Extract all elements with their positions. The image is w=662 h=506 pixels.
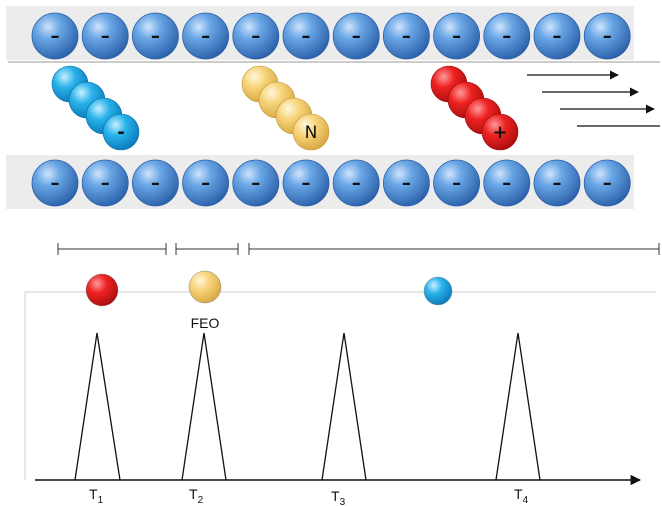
bottom-wall-bead-sign: – bbox=[201, 173, 210, 194]
top-wall-bead: – bbox=[282, 12, 330, 60]
analyte-chains: - N + bbox=[51, 65, 519, 151]
top-wall-bead-sign: – bbox=[151, 26, 160, 47]
top-wall-bead: – bbox=[232, 12, 280, 60]
top-wall-bead-sign: – bbox=[402, 26, 411, 47]
top-wall-bead-sign: – bbox=[201, 26, 210, 47]
peak-t4 bbox=[495, 332, 541, 481]
zone-bracket-cation bbox=[57, 243, 167, 255]
negative-analyte-label: - bbox=[117, 122, 124, 143]
peak-t2 bbox=[181, 332, 227, 481]
negative-analyte-bead bbox=[102, 113, 140, 151]
top-wall-bead: – bbox=[433, 12, 481, 60]
top-wall-bead-sign: – bbox=[302, 26, 311, 47]
positive-analyte-chain: + bbox=[430, 65, 519, 151]
peak-label-t1: T1 bbox=[89, 486, 104, 506]
bottom-wall-bead-sign: – bbox=[502, 173, 511, 194]
elution-markers bbox=[85, 270, 453, 307]
peak-label-t4: T4 bbox=[514, 486, 529, 506]
bottom-wall-bead-sign: – bbox=[352, 173, 361, 194]
bottom-wall-bead: – bbox=[533, 159, 581, 207]
feo-label: FEO bbox=[191, 315, 220, 331]
bottom-wall-bead: – bbox=[81, 159, 129, 207]
zone-bracket-neutral bbox=[175, 243, 239, 255]
bottom-wall-bead: – bbox=[282, 159, 330, 207]
top-wall-bead: – bbox=[182, 12, 230, 60]
peak-label-t2: T2 bbox=[189, 486, 204, 506]
bottom-wall-bead: – bbox=[583, 159, 631, 207]
bottom-wall-bead: – bbox=[131, 159, 179, 207]
top-wall-bead-sign: – bbox=[51, 26, 60, 47]
top-wall-bead: – bbox=[382, 12, 430, 60]
top-wall-bead: – bbox=[483, 12, 531, 60]
electropherogram-peaks bbox=[74, 332, 541, 481]
zone-brackets bbox=[57, 243, 660, 255]
bottom-wall-bead: – bbox=[483, 159, 531, 207]
top-wall-bead: – bbox=[583, 12, 631, 60]
peak-t3 bbox=[321, 332, 367, 481]
neutral-analyte-chain: N bbox=[241, 65, 330, 151]
bottom-wall-bead-sign: – bbox=[151, 173, 160, 194]
top-wall-bead-sign: – bbox=[101, 26, 110, 47]
top-wall-bead: – bbox=[31, 12, 79, 60]
top-wall-bead: – bbox=[81, 12, 129, 60]
top-wall-bead-sign: – bbox=[251, 26, 260, 47]
bottom-wall-bead: – bbox=[332, 159, 380, 207]
neutral-analyte-bead bbox=[292, 113, 330, 151]
bottom-wall-bead-sign: – bbox=[101, 173, 110, 194]
bottom-capillary-wall: –––––––––––– bbox=[6, 155, 634, 209]
bottom-wall-bead-sign: – bbox=[452, 173, 461, 194]
top-wall-bead-sign: – bbox=[502, 26, 511, 47]
bottom-wall-bead-sign: – bbox=[51, 173, 60, 194]
top-wall-bead: – bbox=[332, 12, 380, 60]
cation-marker bbox=[85, 273, 119, 307]
anion-marker bbox=[423, 276, 453, 306]
peak-labels: T1 T2 T3 T4 bbox=[89, 486, 529, 506]
bottom-wall-bead: – bbox=[433, 159, 481, 207]
flow-arrows bbox=[527, 70, 660, 127]
top-wall-bead: – bbox=[131, 12, 179, 60]
top-wall-bead-sign: – bbox=[452, 26, 461, 47]
peak-label-t3: T3 bbox=[331, 488, 346, 506]
bottom-wall-bead: – bbox=[382, 159, 430, 207]
negative-analyte-chain: - bbox=[51, 65, 140, 151]
bottom-wall-bead-sign: – bbox=[553, 173, 562, 194]
top-capillary-wall: –––––––––––– bbox=[6, 6, 634, 60]
positive-analyte-label: + bbox=[492, 122, 507, 143]
top-wall-bead: – bbox=[533, 12, 581, 60]
top-wall-bead-sign: – bbox=[553, 26, 562, 47]
feo-marker bbox=[188, 270, 222, 304]
top-wall-bead-sign: – bbox=[603, 26, 612, 47]
bottom-wall-bead-sign: – bbox=[251, 173, 260, 194]
bottom-wall-bead: – bbox=[232, 159, 280, 207]
bottom-wall-bead: – bbox=[182, 159, 230, 207]
positive-analyte-bead bbox=[481, 113, 519, 151]
neutral-analyte-label: N bbox=[305, 123, 318, 143]
zone-bracket-anion bbox=[248, 243, 660, 255]
bottom-wall-bead: – bbox=[31, 159, 79, 207]
peak-t1 bbox=[74, 332, 121, 481]
bottom-wall-bead-sign: – bbox=[603, 173, 612, 194]
bottom-wall-bead-sign: – bbox=[302, 173, 311, 194]
top-wall-bead-sign: – bbox=[352, 26, 361, 47]
bottom-wall-bead-sign: – bbox=[402, 173, 411, 194]
